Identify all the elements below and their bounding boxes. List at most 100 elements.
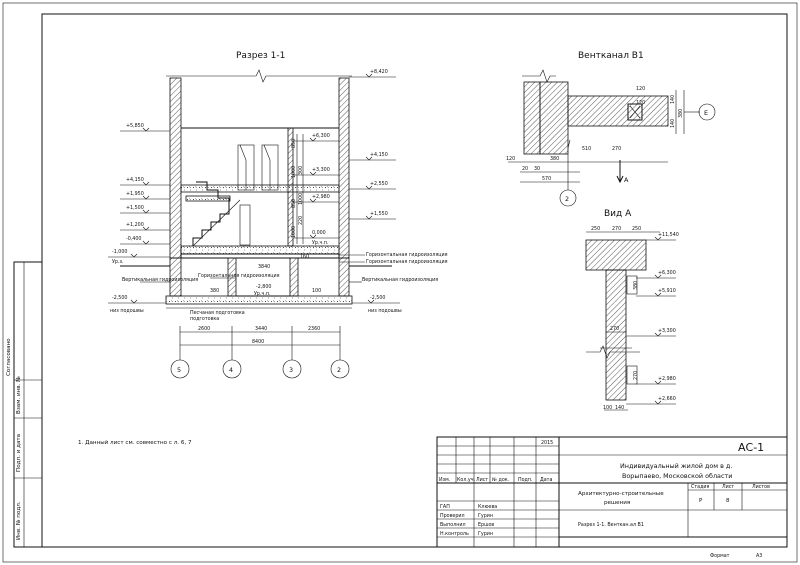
svg-text:+2,550: +2,550: [370, 181, 388, 187]
dim-3440: 3440: [255, 326, 267, 332]
section-inner-2: 1000: [291, 166, 297, 178]
dim-2360: 2360: [308, 326, 320, 332]
svg-text:510: 510: [582, 146, 591, 152]
dim-2600: 2600: [198, 326, 210, 332]
svg-text:+5,850: +5,850: [126, 123, 144, 129]
svg-text:570: 570: [542, 176, 551, 182]
svg-text:-0,400: -0,400: [126, 236, 141, 242]
section-inner-1: 850: [291, 139, 297, 148]
svg-text:140: 140: [615, 405, 624, 411]
sand-bedding-2: подготовка: [190, 317, 219, 322]
svg-text:270: 270: [612, 226, 621, 232]
view-a: Вид А 250 270 250 380 270 270 100 140 +1…: [585, 209, 679, 411]
stamp-inv-orig: Инв. № подл.: [16, 501, 22, 540]
svg-text:+1,500: +1,500: [126, 205, 144, 211]
tb-section-1: Архитектурно-строительные: [578, 491, 664, 497]
svg-text:Гурин: Гурин: [478, 513, 493, 519]
svg-text:№ док.: № док.: [492, 477, 509, 483]
ventkanal-axis-e: Е: [704, 109, 708, 117]
svg-text:+6,300: +6,300: [658, 270, 676, 276]
svg-text:5: 5: [177, 366, 181, 374]
svg-text:Ершов: Ершов: [478, 522, 494, 528]
svg-text:Н.контроль: Н.контроль: [440, 531, 469, 537]
sheet-note: 1. Данный лист см. совместно с л. 6, 7: [78, 439, 192, 446]
svg-text:+4,150: +4,150: [126, 177, 144, 183]
stamp-inv-replace: Взам. инв. №: [16, 376, 22, 414]
svg-text:270: 270: [633, 371, 639, 380]
svg-text:+2,980: +2,980: [658, 376, 676, 382]
section-inner-5: 1000: [298, 193, 304, 205]
section-inner-3: 300: [298, 166, 304, 175]
tb-object-2: Ворыпаево, Московской области: [622, 472, 732, 480]
svg-text:20: 20: [522, 166, 528, 172]
svg-text:Горизонтальная гидроизоляция: Горизонтальная гидроизоляция: [366, 252, 448, 258]
svg-text:380: 380: [550, 156, 559, 162]
inner-level-basement-label: Ур.ч.п.: [254, 291, 271, 297]
svg-text:140: 140: [670, 95, 676, 104]
svg-text:низ подошвы: низ подошвы: [368, 309, 402, 314]
svg-text:Р: Р: [699, 498, 703, 504]
dim-total: 8400: [252, 339, 264, 345]
left-levels: +5,850 +4,150 +1,950 +1,500 +1,200 -0,40…: [108, 123, 170, 314]
svg-text:Клюева: Клюева: [478, 504, 497, 510]
svg-text:+1,950: +1,950: [126, 191, 144, 197]
sand-bedding-1: Песчаная подготовка: [190, 310, 245, 316]
right-levels: +8,420 +6,300 +4,150 +3,300 +2,550 +2,98…: [293, 69, 402, 314]
svg-text:Листов: Листов: [752, 484, 770, 490]
svg-text:270: 270: [610, 326, 619, 332]
svg-text:Ур.ч.п.: Ур.ч.п.: [312, 240, 329, 246]
ventkanal-title: Вентканал В1: [578, 51, 644, 61]
svg-text:+11,540: +11,540: [658, 232, 679, 238]
title-block: 2015 АС-1 Индивидуальный жилой дом в д. …: [436, 436, 788, 559]
svg-text:120: 120: [506, 156, 515, 162]
svg-text:-2,500: -2,500: [112, 295, 127, 301]
tb-format-label: Формат: [710, 553, 730, 559]
section-inner-4: 850: [291, 199, 297, 208]
svg-text:+8,420: +8,420: [370, 69, 388, 75]
svg-text:Вертикальная гидроизоляция: Вертикальная гидроизоляция: [122, 277, 198, 283]
axis-bubbles: 5 4 3 2: [170, 359, 350, 379]
svg-text:Горизонтальная гидроизоляция: Горизонтальная гидроизоляция: [366, 259, 448, 265]
svg-text:+3,300: +3,300: [658, 328, 676, 334]
svg-text:100: 100: [603, 405, 612, 411]
svg-text:Лист: Лист: [476, 477, 488, 483]
svg-text:Проверил: Проверил: [440, 513, 465, 519]
svg-text:4: 4: [229, 366, 233, 374]
inner-level-basement: -2,800: [256, 284, 271, 290]
svg-text:Выполнил: Выполнил: [440, 522, 466, 528]
svg-text:ГАП: ГАП: [440, 504, 450, 510]
svg-text:+1,550: +1,550: [370, 211, 388, 217]
svg-text:+1,200: +1,200: [126, 222, 144, 228]
svg-text:250: 250: [632, 226, 641, 232]
svg-text:Дата: Дата: [540, 477, 552, 483]
svg-text:0,000: 0,000: [312, 230, 326, 236]
view-title: Вид А: [604, 209, 632, 219]
section-title: Разрез 1-1: [236, 51, 285, 61]
section-inner-6: 1000: [291, 226, 297, 238]
svg-text:380: 380: [678, 109, 684, 118]
section-dimensions: 2600 3440 2360 8400: [179, 326, 341, 360]
svg-text:Стадия: Стадия: [691, 484, 710, 490]
tb-sheet-name: Разрез 1-1. Венткан.ал В1: [578, 522, 644, 528]
side-stamp: Согласовано Взам. инв. № Подп. и дата Ин…: [6, 261, 43, 548]
svg-text:-2,500: -2,500: [370, 295, 385, 301]
ventkanal-b1: Вентканал В1 140 380 140 Е 120 380 510 2…: [506, 51, 716, 207]
svg-text:120: 120: [636, 86, 645, 92]
inner-dim-160: 160: [300, 254, 309, 260]
svg-text:Вертикальная гидроизоляция: Вертикальная гидроизоляция: [362, 277, 438, 283]
svg-text:+2,660: +2,660: [658, 396, 676, 402]
tb-section-2: решения: [604, 500, 630, 506]
svg-text:низ подошвы: низ подошвы: [110, 309, 144, 314]
svg-text:2: 2: [337, 366, 341, 374]
stamp-agreed: Согласовано: [6, 338, 12, 376]
stamp-sign-date: Подп. и дата: [16, 434, 22, 472]
svg-text:Ур.з.: Ур.з.: [112, 259, 124, 265]
svg-text:+4,150: +4,150: [370, 152, 388, 158]
tb-code: АС-1: [738, 441, 764, 454]
callouts: Горизонтальная гидроизоляция Горизонталь…: [122, 252, 448, 283]
svg-text:Изм.: Изм.: [439, 477, 450, 483]
svg-text:+6,300: +6,300: [312, 133, 330, 139]
svg-text:+3,300: +3,300: [312, 167, 330, 173]
